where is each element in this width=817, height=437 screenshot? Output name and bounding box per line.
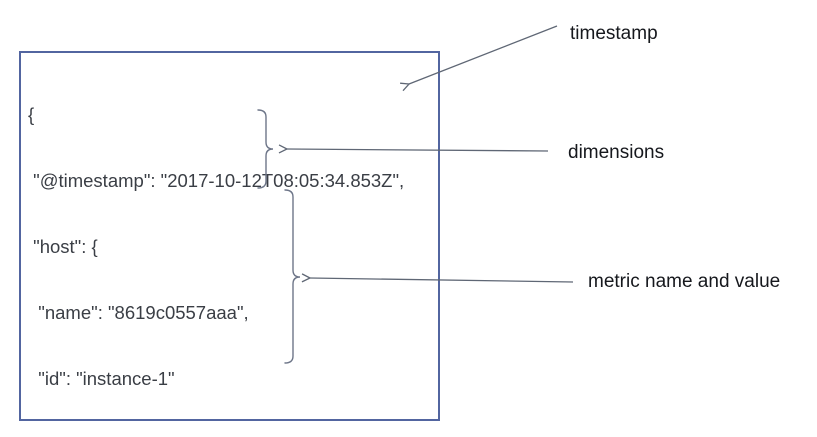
json-line-host-name: "name": "8619c0557aaa", bbox=[28, 302, 249, 323]
json-line-host-id: "id": "instance-1" bbox=[28, 368, 175, 389]
metric-name-and-value-label: metric name and value bbox=[588, 271, 781, 292]
json-line: { bbox=[28, 104, 35, 125]
dimensions-label: dimensions bbox=[568, 142, 665, 163]
json-line-timestamp: "@timestamp": "2017-10-12T08:05:34.853Z"… bbox=[28, 170, 405, 191]
json-line-host-open: "host": { bbox=[28, 236, 98, 257]
timestamp-label: timestamp bbox=[570, 23, 658, 44]
json-line-host-close: }, bbox=[28, 434, 404, 437]
json-code-block: { "@timestamp": "2017-10-12T08:05:34.853… bbox=[28, 60, 404, 437]
json-document-box bbox=[19, 51, 440, 421]
